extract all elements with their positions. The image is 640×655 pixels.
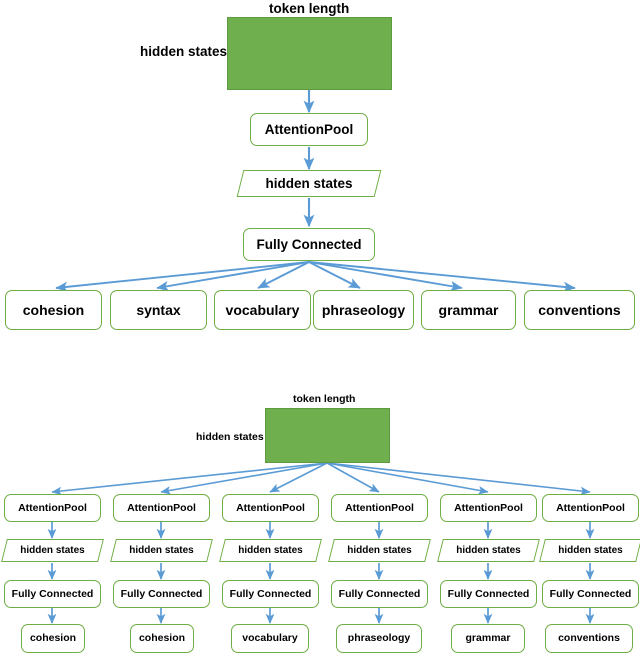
bottom-col2-attention-pool[interactable]: AttentionPool: [113, 494, 210, 522]
bottom-col2-fully-connected[interactable]: Fully Connected: [113, 580, 210, 608]
top-output-phraseology[interactable]: phraseology: [313, 290, 414, 330]
bottom-col6-hidden-states[interactable]: hidden states: [539, 539, 640, 562]
bottom-col4-hidden-states[interactable]: hidden states: [328, 539, 431, 562]
bottom-hidden-states-tensor: [265, 408, 390, 463]
bottom-col5-attention-pool[interactable]: AttentionPool: [440, 494, 537, 522]
bottom-col5-fully-connected[interactable]: Fully Connected: [440, 580, 537, 608]
top-output-grammar[interactable]: grammar: [421, 290, 516, 330]
top-attention-pool-node[interactable]: AttentionPool: [250, 113, 368, 146]
bottom-col2-output[interactable]: cohesion: [130, 624, 194, 653]
bottom-col2-hidden-states[interactable]: hidden states: [110, 539, 213, 562]
bottom-hidden-states-label: hidden states: [196, 431, 264, 443]
bottom-token-length-label: token length: [293, 393, 356, 405]
bottom-col3-attention-pool[interactable]: AttentionPool: [222, 494, 319, 522]
bottom-col3-hidden-states-label: hidden states: [238, 545, 303, 556]
bottom-col6-fully-connected[interactable]: Fully Connected: [542, 580, 639, 608]
bottom-col6-output[interactable]: conventions: [545, 624, 633, 653]
top-output-vocabulary[interactable]: vocabulary: [214, 290, 311, 330]
top-output-conventions[interactable]: conventions: [524, 290, 635, 330]
top-hidden-states-label: hidden states: [140, 44, 228, 59]
bottom-col1-hidden-states[interactable]: hidden states: [1, 539, 104, 562]
top-hidden-states-node-label: hidden states: [265, 176, 353, 191]
bottom-col3-fully-connected[interactable]: Fully Connected: [222, 580, 319, 608]
bottom-col4-output[interactable]: phraseology: [336, 624, 422, 653]
top-hidden-states-node[interactable]: hidden states: [236, 170, 382, 197]
bottom-col1-attention-pool[interactable]: AttentionPool: [4, 494, 101, 522]
top-fully-connected-node[interactable]: Fully Connected: [243, 228, 375, 261]
bottom-col3-output[interactable]: vocabulary: [231, 624, 309, 653]
bottom-col5-hidden-states-label: hidden states: [456, 545, 521, 556]
bottom-col4-attention-pool[interactable]: AttentionPool: [331, 494, 428, 522]
bottom-col6-attention-pool[interactable]: AttentionPool: [542, 494, 639, 522]
bottom-col5-hidden-states[interactable]: hidden states: [437, 539, 540, 562]
top-output-cohesion[interactable]: cohesion: [5, 290, 102, 330]
bottom-col1-output[interactable]: cohesion: [21, 624, 85, 653]
bottom-col6-hidden-states-label: hidden states: [558, 545, 623, 556]
top-output-syntax[interactable]: syntax: [110, 290, 207, 330]
bottom-col5-output[interactable]: grammar: [451, 624, 525, 653]
bottom-col4-fully-connected[interactable]: Fully Connected: [331, 580, 428, 608]
top-hidden-states-tensor: [227, 17, 392, 90]
bottom-col4-hidden-states-label: hidden states: [347, 545, 412, 556]
bottom-col1-fully-connected[interactable]: Fully Connected: [4, 580, 101, 608]
top-token-length-label: token length: [269, 1, 350, 16]
bottom-col3-hidden-states[interactable]: hidden states: [219, 539, 322, 562]
bottom-col2-hidden-states-label: hidden states: [129, 545, 194, 556]
bottom-col1-hidden-states-label: hidden states: [20, 545, 85, 556]
